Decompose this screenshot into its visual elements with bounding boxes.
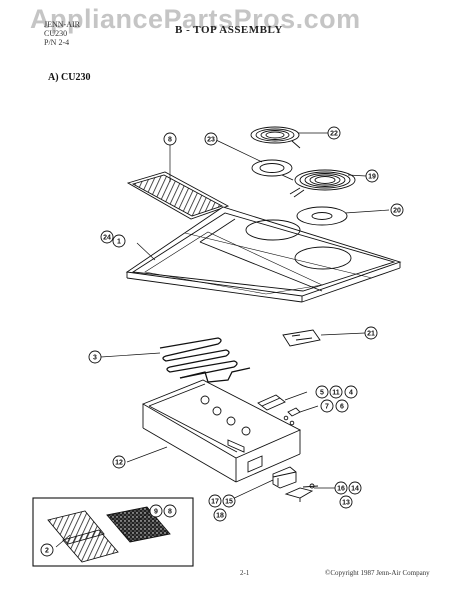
callout-numbers: 8 23 22 19 20 24 1 21 3 5 11 4 7 6 12 17… [45, 131, 401, 555]
callout-label: 21 [367, 331, 375, 338]
callout-label: 8 [168, 137, 172, 144]
callout-label: 8 [168, 509, 172, 516]
callout-13 [339, 495, 353, 509]
grill-heating-element-part [159, 337, 251, 383]
callout-label: 22 [330, 131, 338, 138]
callout-11 [329, 385, 343, 399]
callout-8 [163, 132, 177, 146]
callout-21 [364, 326, 378, 340]
small-coil-element-part [250, 126, 301, 149]
leader-lines [55, 132, 390, 548]
model-label: A) CU230 [48, 72, 91, 83]
callout-15 [222, 494, 236, 508]
callout-12 [112, 455, 126, 469]
callout-22 [327, 126, 341, 140]
header-brand: JENN-AIR [44, 20, 80, 29]
callout-label: 5 [320, 390, 324, 397]
callout-label: 24 [103, 235, 111, 242]
callout-label: 16 [337, 486, 345, 493]
callout-7 [320, 399, 334, 413]
callout-label: 11 [332, 390, 340, 397]
footer-page-number: 2-1 [240, 569, 250, 577]
callout-3 [88, 350, 102, 364]
bottom-pan-part [141, 379, 302, 483]
callout-label: 1 [117, 239, 121, 246]
callout-label: 20 [393, 208, 401, 215]
callout-1 [112, 234, 126, 248]
callout-circles [40, 126, 404, 557]
callout-label: 6 [340, 404, 344, 411]
large-coil-element-part [289, 169, 356, 198]
callout-20 [390, 203, 404, 217]
callout-8-inset [163, 504, 177, 518]
callout-23 [204, 132, 218, 146]
switch-bracket-part [272, 466, 297, 489]
mounting-clip-part [284, 483, 319, 502]
callout-label: 15 [225, 499, 233, 506]
footer-copyright: ©Copyright 1987 Jenn-Air Company [325, 569, 430, 577]
callout-6 [335, 399, 349, 413]
callout-17 [208, 494, 222, 508]
callout-19 [365, 169, 379, 183]
callout-16 [334, 481, 348, 495]
header-model: CU230 [44, 29, 68, 38]
drip-bowl-part [296, 206, 348, 226]
callout-label: 12 [115, 460, 123, 467]
callout-4 [344, 385, 358, 399]
callout-label: 4 [349, 390, 353, 397]
callout-18 [213, 508, 227, 522]
callout-label: 7 [325, 404, 329, 411]
terminal-block-part [257, 394, 301, 426]
callout-5 [315, 385, 329, 399]
callout-9 [149, 504, 163, 518]
callout-label: 9 [154, 509, 158, 516]
header-page-number: P/N 2-4 [44, 38, 70, 47]
callout-label: 3 [93, 355, 97, 362]
label-plate-part [282, 329, 321, 347]
callout-label: 14 [351, 486, 359, 493]
callout-label: 2 [45, 548, 49, 555]
drip-pan-part [251, 159, 294, 181]
inset-grill-grates-part [47, 510, 119, 563]
callout-label: 23 [207, 137, 215, 144]
callout-24 [100, 230, 114, 244]
callout-label: 19 [368, 174, 376, 181]
inset-box [32, 497, 194, 567]
page-title: B - TOP ASSEMBLY [175, 24, 283, 36]
cooktop-frame-part [125, 206, 402, 303]
callout-label: 13 [342, 500, 350, 507]
callout-2 [40, 543, 54, 557]
callout-label: 17 [211, 499, 219, 506]
callout-label: 18 [216, 513, 224, 520]
watermark-text: AppliancePartsPros.com [30, 4, 361, 34]
grill-grate-part [126, 171, 230, 220]
callout-14 [348, 481, 362, 495]
